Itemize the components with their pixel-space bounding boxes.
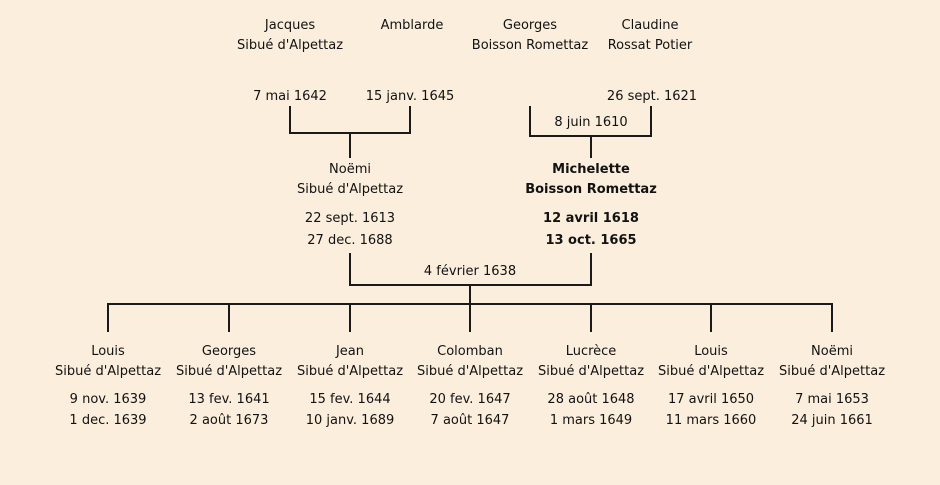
- person-node-child-1[interactable]: Louis Sibué d'Alpettaz: [43, 342, 173, 382]
- person-dates: 28 août 1648 1 mars 1649: [526, 389, 656, 431]
- person-node-michelette[interactable]: Michelette Boisson Romettaz: [511, 160, 671, 200]
- person-node-georges-sr[interactable]: Georges Boisson Romettaz: [450, 16, 610, 56]
- person-name: Amblarde: [380, 18, 444, 33]
- person-dates: 7 mai 1653 24 juin 1661: [767, 389, 897, 431]
- person-dates: 22 sept. 1613 27 dec. 1688: [270, 208, 430, 252]
- person-name: Michelette: [552, 162, 630, 177]
- birth-date: 17 avril 1650: [667, 392, 755, 407]
- person-name: Jacques: [264, 18, 316, 33]
- birth-date: 20 fev. 1647: [429, 392, 511, 407]
- death-date: 10 janv. 1689: [305, 413, 395, 428]
- birth-date: 13 fev. 1641: [188, 392, 270, 407]
- person-name: Louis: [91, 344, 125, 359]
- person-node-child-2[interactable]: Georges Sibué d'Alpettaz: [164, 342, 294, 382]
- person-node-child-6[interactable]: Louis Sibué d'Alpettaz: [646, 342, 776, 382]
- connector-line: [590, 303, 592, 332]
- connector-line: [409, 106, 411, 134]
- connector-line: [289, 106, 291, 134]
- person-surname: Sibué d'Alpettaz: [778, 364, 886, 379]
- death-date: 2 août 1673: [189, 413, 269, 428]
- birth-date: 9 nov. 1639: [69, 392, 147, 407]
- connector-line: [469, 303, 471, 332]
- death-date: 7 août 1647: [430, 413, 510, 428]
- person-node-amblarde[interactable]: Amblarde: [332, 16, 492, 36]
- connector-line: [590, 253, 592, 286]
- person-name: Georges: [502, 18, 558, 33]
- death-date: 15 janv. 1645: [365, 89, 455, 104]
- person-name: Noëmi: [329, 162, 371, 177]
- connector-line: [831, 303, 833, 332]
- birth-date: 28 août 1648: [547, 392, 635, 407]
- connector-line: [469, 284, 471, 305]
- connector-line: [107, 303, 109, 332]
- person-surname: Sibué d'Alpettaz: [537, 364, 645, 379]
- person-node-child-7[interactable]: Noëmi Sibué d'Alpettaz: [767, 342, 897, 382]
- birth-date: 22 sept. 1613: [304, 211, 396, 226]
- death-date: 1 mars 1649: [549, 413, 633, 428]
- person-surname: Sibué d'Alpettaz: [175, 364, 283, 379]
- person-node-jacques[interactable]: Jacques Sibué d'Alpettaz: [210, 16, 370, 56]
- person-name: Claudine: [621, 18, 679, 33]
- connector-line: [349, 253, 351, 286]
- person-surname: Sibué d'Alpettaz: [416, 364, 524, 379]
- person-name: Noëmi: [811, 344, 853, 359]
- person-node-noemi-mother[interactable]: Noëmi Sibué d'Alpettaz: [270, 160, 430, 200]
- person-node-child-3[interactable]: Jean Sibué d'Alpettaz: [285, 342, 415, 382]
- birth-date: 7 mai 1653: [795, 392, 869, 407]
- marriage-date: 4 février 1638: [423, 264, 517, 279]
- person-name: Jean: [335, 344, 365, 359]
- death-date: 24 juin 1661: [791, 413, 873, 428]
- person-name: Colomban: [437, 344, 503, 359]
- person-surname: Sibué d'Alpettaz: [657, 364, 765, 379]
- person-surname: Boisson Romettaz: [471, 38, 589, 53]
- marriage-date: 8 juin 1610: [554, 115, 628, 130]
- connector-line: [349, 132, 351, 158]
- connector-line: [529, 106, 531, 137]
- person-dates: 17 avril 1650 11 mars 1660: [646, 389, 776, 431]
- connector-line: [228, 303, 230, 332]
- connector-line: [349, 303, 351, 332]
- death-date: 13 oct. 1665: [545, 233, 637, 248]
- death-date: 26 sept. 1621: [606, 89, 698, 104]
- person-surname: Boisson Romettaz: [525, 182, 657, 197]
- person-surname: Sibué d'Alpettaz: [296, 182, 404, 197]
- connector-line: [710, 303, 712, 332]
- person-dates: 13 fev. 1641 2 août 1673: [164, 389, 294, 431]
- person-dates: 12 avril 1618 13 oct. 1665: [511, 208, 671, 252]
- death-date: 7 mai 1642: [253, 89, 327, 104]
- person-name: Louis: [694, 344, 728, 359]
- person-node-child-5[interactable]: Lucrèce Sibué d'Alpettaz: [526, 342, 656, 382]
- person-dates: 9 nov. 1639 1 dec. 1639: [43, 389, 173, 431]
- birth-date: 12 avril 1618: [543, 211, 639, 226]
- person-surname: Rossat Potier: [607, 38, 693, 53]
- death-date: 1 dec. 1639: [69, 413, 147, 428]
- person-name: Lucrèce: [565, 344, 617, 359]
- person-dates: 15 fev. 1644 10 janv. 1689: [285, 389, 415, 431]
- person-name: Georges: [201, 344, 257, 359]
- person-surname: Sibué d'Alpettaz: [54, 364, 162, 379]
- person-surname: Sibué d'Alpettaz: [296, 364, 404, 379]
- person-node-child-4[interactable]: Colomban Sibué d'Alpettaz: [405, 342, 535, 382]
- death-date: 11 mars 1660: [665, 413, 757, 428]
- birth-date: 15 fev. 1644: [309, 392, 391, 407]
- person-node-claudine[interactable]: Claudine Rossat Potier: [570, 16, 730, 56]
- person-surname: Sibué d'Alpettaz: [236, 38, 344, 53]
- connector-line: [650, 106, 652, 137]
- connector-line: [590, 135, 592, 158]
- death-date: 27 dec. 1688: [307, 233, 393, 248]
- person-dates: 20 fev. 1647 7 août 1647: [405, 389, 535, 431]
